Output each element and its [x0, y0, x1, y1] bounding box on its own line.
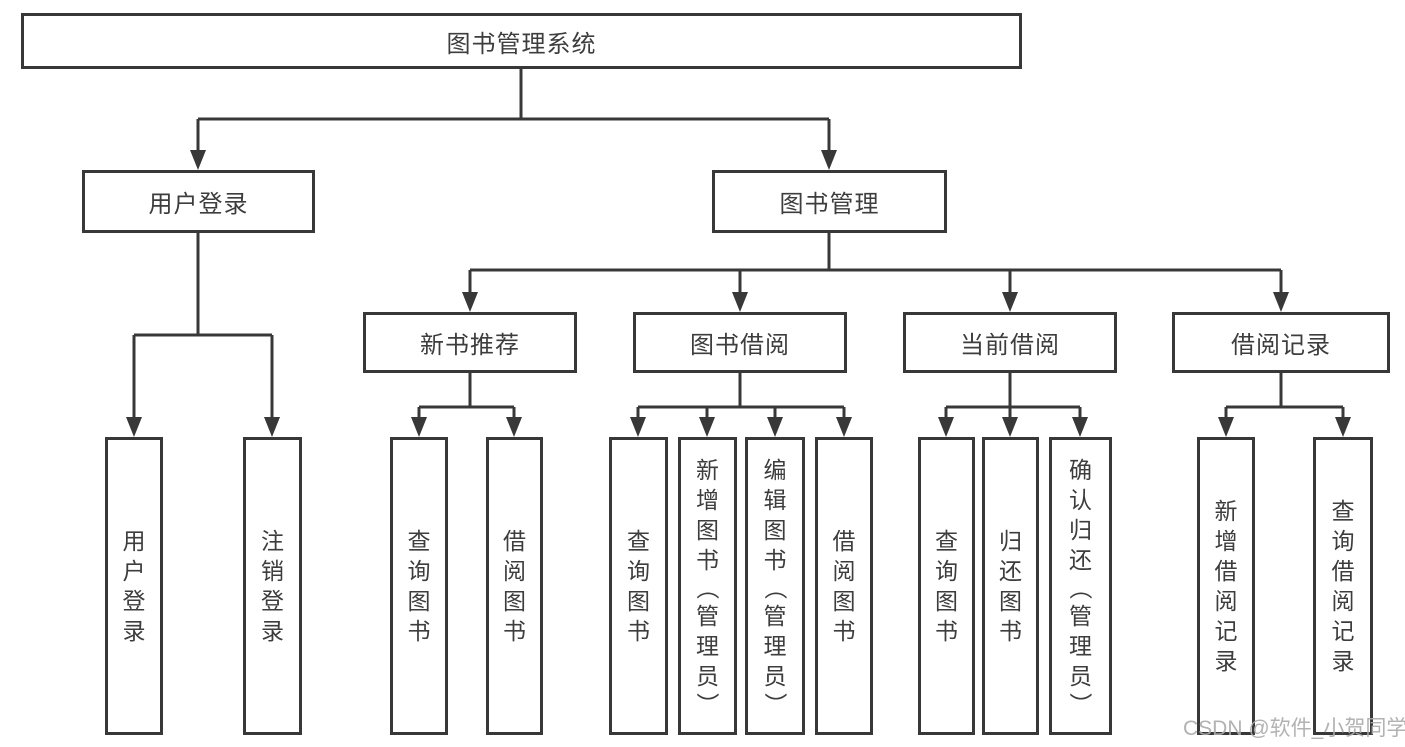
leaf-borrow-books: 借阅图书: [815, 437, 873, 735]
leaf-return-books: 归还图书: [982, 437, 1039, 735]
arrowhead: [630, 417, 646, 437]
leaf-logout: 注销登录: [243, 437, 302, 735]
arrowhead: [699, 417, 715, 437]
arrowhead: [732, 292, 748, 312]
node-book-management: 图书管理: [712, 170, 947, 233]
leaf-query-borrow-record: 查询借阅记录: [1313, 437, 1373, 735]
node-library-management-system: 图书管理系统: [21, 13, 1022, 69]
arrowhead: [411, 417, 427, 437]
arrowhead: [767, 417, 783, 437]
leaf-edit-books-admin: 编辑图书（管理员）: [745, 437, 805, 735]
arrowhead: [1218, 417, 1234, 437]
arrowhead: [1335, 417, 1351, 437]
leaf-borrow-books-recommend: 借阅图书: [486, 437, 543, 735]
leaf-user-login: 用户登录: [105, 437, 163, 735]
leaf-confirm-return-admin: 确认归还（管理员）: [1049, 437, 1112, 735]
leaf-query-books-recommend: 查询图书: [390, 437, 448, 735]
arrowhead: [126, 417, 142, 437]
leaf-add-books-admin: 新增图书（管理员）: [678, 437, 737, 735]
arrowhead: [821, 150, 837, 170]
csdn-watermark: CSDN @软件_小贺同学: [1183, 717, 1405, 740]
node-user-login: 用户登录: [82, 170, 315, 233]
node-current-borrowing: 当前借阅: [903, 312, 1117, 373]
arrowhead: [264, 417, 280, 437]
node-borrowing-records: 借阅记录: [1172, 312, 1390, 373]
arrowhead: [1002, 292, 1018, 312]
leaf-query-books-borrow: 查询图书: [609, 437, 668, 735]
node-book-borrowing: 图书借阅: [633, 312, 847, 373]
leaf-add-borrow-record: 新增借阅记录: [1197, 437, 1255, 735]
arrowhead: [190, 150, 206, 170]
arrowhead: [1002, 417, 1018, 437]
arrowhead: [1072, 417, 1088, 437]
node-new-book-recommendation: 新书推荐: [363, 312, 577, 373]
arrowhead: [938, 417, 954, 437]
arrowhead: [462, 292, 478, 312]
arrowhead: [836, 417, 852, 437]
leaf-query-books-current: 查询图书: [918, 437, 975, 735]
arrowhead: [1273, 292, 1289, 312]
arrowhead: [506, 417, 522, 437]
